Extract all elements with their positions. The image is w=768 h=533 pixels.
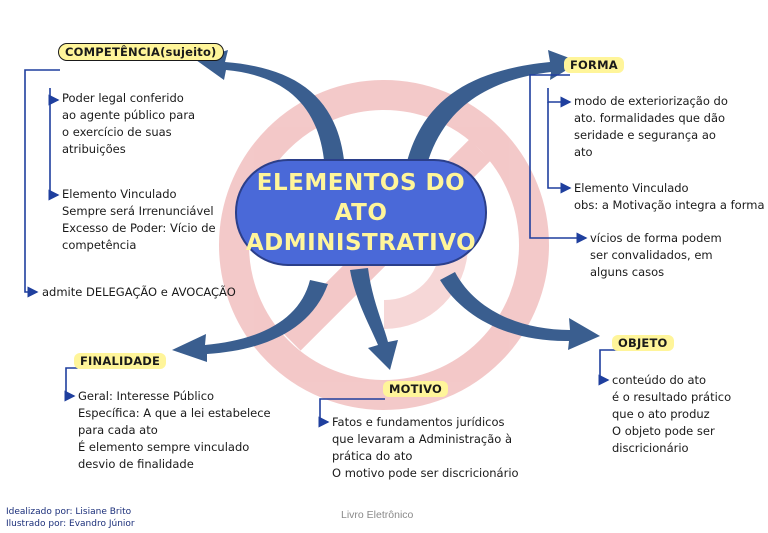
- center-title: ELEMENTOS DO ATO ADMINISTRATIVO: [236, 160, 486, 265]
- connector-forma-main: [529, 74, 588, 244]
- connector-competencia-2: [48, 100, 60, 201]
- label-competencia: COMPETÊNCIA(sujeito): [58, 43, 224, 61]
- credits: Idealizado por: Lisiane Brito Ilustrado …: [6, 507, 135, 529]
- objeto-items: conteúdo do ato é o resultado prático qu…: [612, 373, 732, 455]
- center-title-line2: ATO ADMINISTRATIVO: [245, 199, 477, 256]
- connector-finalidade: [64, 367, 78, 402]
- connector-motivo: [318, 398, 385, 428]
- connector-competencia-main: [24, 69, 60, 298]
- finalidade-items: Geral: Interesse Público Específica: A q…: [78, 389, 271, 471]
- arrow-to-finalidade: [172, 280, 328, 362]
- arrow-to-motivo: [350, 268, 398, 370]
- motivo-items: Fatos e fundamentos jurídicos que levara…: [332, 415, 519, 480]
- connector-forma-1: [547, 88, 572, 108]
- footer-label: Livro Eletrônico: [341, 509, 414, 521]
- forma-item-2: Elemento Vinculado obs: a Motivação inte…: [574, 181, 765, 212]
- center-title-line1: ELEMENTOS DO: [256, 169, 466, 196]
- label-forma: FORMA: [564, 57, 624, 73]
- competencia-item-2: Elemento Vinculado Sempre será Irrenunci…: [62, 187, 216, 252]
- forma-item-3: vícios de forma podem ser convalidados, …: [590, 231, 722, 279]
- connector-forma-2: [547, 102, 572, 194]
- competencia-item-3: admite DELEGAÇÃO e AVOCAÇÃO: [42, 285, 236, 299]
- label-motivo: MOTIVO: [383, 381, 449, 397]
- connector-objeto: [598, 349, 618, 386]
- label-finalidade: FINALIDADE: [74, 353, 167, 369]
- arrow-to-objeto: [440, 272, 600, 350]
- competencia-item-1: Poder legal conferido ao agente público …: [62, 91, 196, 156]
- forma-item-1: modo de exteriorização do ato. formalida…: [574, 94, 728, 159]
- connector-competencia-1: [48, 88, 60, 106]
- center-node: [235, 159, 487, 266]
- label-objeto: OBJETO: [612, 335, 674, 351]
